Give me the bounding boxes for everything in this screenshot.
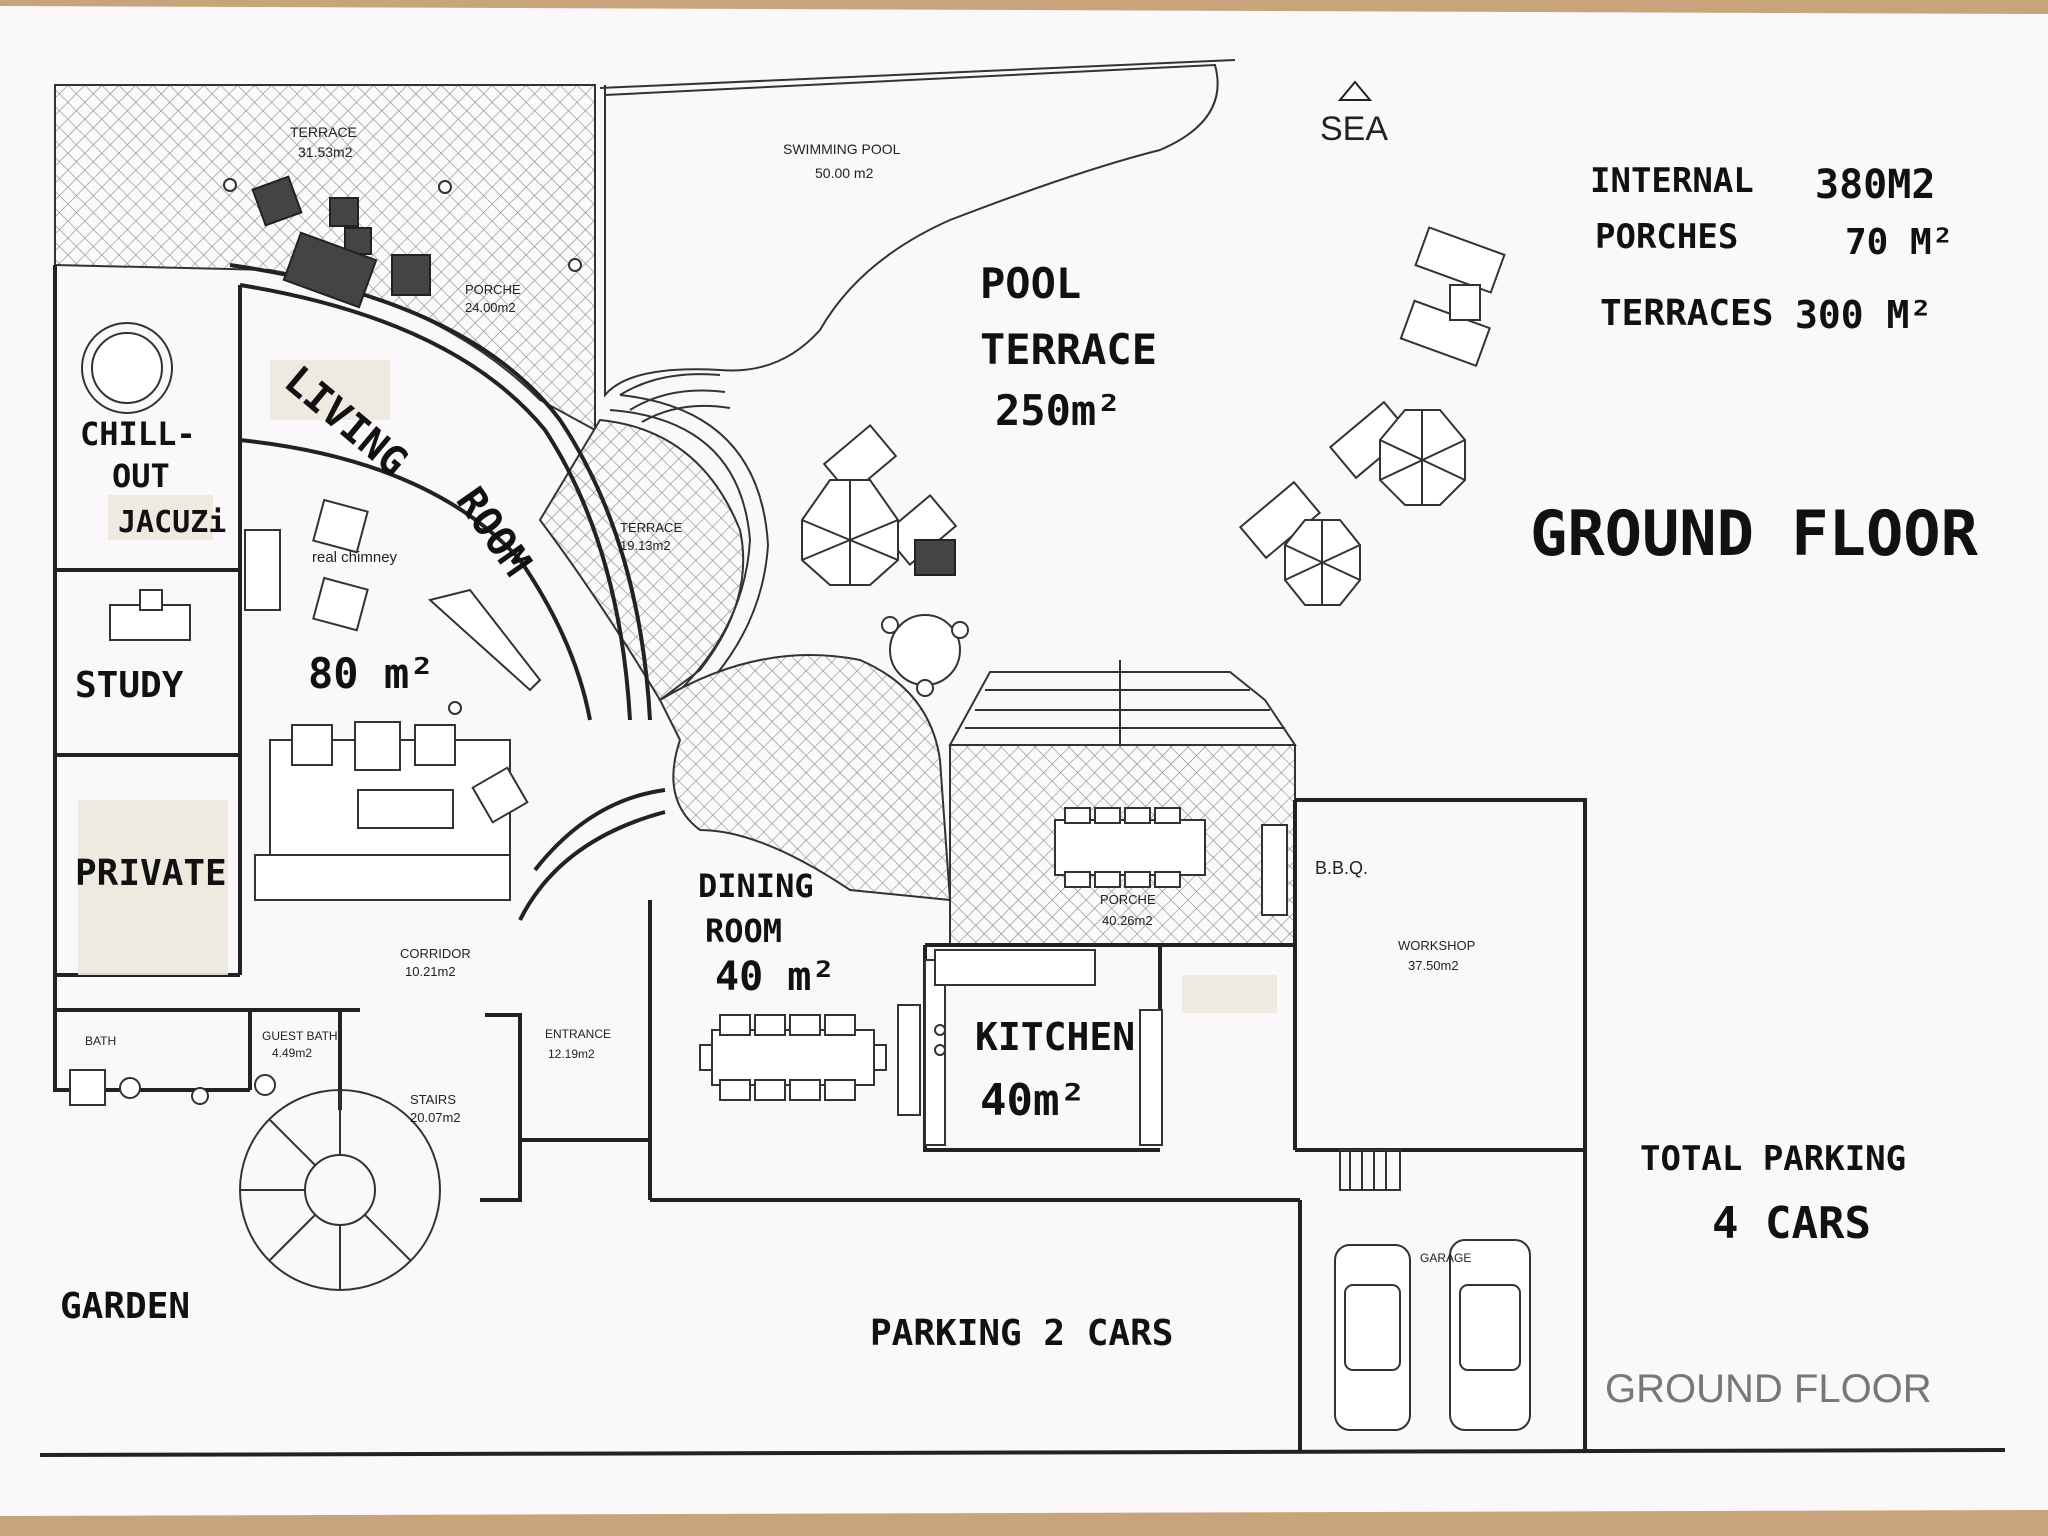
bath-fixtures [69, 1069, 276, 1106]
spiral-staircase [239, 1089, 441, 1291]
dining-line1: DINING [698, 867, 814, 905]
terrace-mid-name: TERRACE [620, 520, 682, 535]
porche-bbq-area: 40.26m2 [1102, 913, 1153, 928]
pool-area: 50.00 m2 [815, 165, 874, 181]
pool-top-edge [599, 59, 1236, 89]
jacuzzi [81, 322, 173, 414]
bath-label: BATH [85, 1034, 116, 1048]
swimming-pool-outline [604, 63, 1219, 398]
guest-bath-name: GUEST BATH [262, 1029, 338, 1043]
patch-kitchen [1182, 975, 1277, 1013]
ground-floor-stamp: GROUND FLOOR [1605, 1367, 1932, 1411]
living-room-area: 80 m² [308, 649, 434, 698]
pergola [948, 660, 1297, 746]
entrance-name: ENTRANCE [545, 1027, 611, 1041]
chill-out-line3: JACUZi [118, 505, 226, 540]
umbrellas [801, 409, 1466, 606]
porche-top-area: 24.00m2 [465, 300, 516, 315]
chill-out-line1: CHILL- [80, 415, 196, 453]
summary-porches-value: 70 M² [1845, 222, 1953, 263]
pool-name: SWIMMING POOL [783, 141, 901, 157]
garden-label: GARDEN [60, 1286, 190, 1327]
summary-porches-label: PORCHES [1595, 217, 1738, 257]
total-parking-line2: 4 CARS [1712, 1198, 1871, 1249]
chill-out-line2: OUT [112, 457, 170, 495]
round-table [881, 614, 969, 697]
garage-label: GARAGE [1420, 1251, 1471, 1265]
pool-steps [619, 373, 731, 423]
terrace-mid-curves [609, 394, 770, 713]
stairs-area: 20.07m2 [410, 1110, 461, 1125]
north-arrow-icon [1337, 80, 1373, 101]
sea-label: SEA [1320, 110, 1388, 148]
living-furniture [244, 498, 542, 901]
garage-cars [1334, 1239, 1531, 1431]
porche-bbq-name: PORCHE [1100, 892, 1156, 907]
dining-area: 40 m² [715, 954, 835, 1000]
terrace-top-name: TERRACE [290, 124, 357, 140]
terrace-lounge [223, 175, 582, 309]
patch-private [78, 800, 228, 975]
summary-terraces-label: TERRACES [1600, 293, 1773, 334]
study-desk [109, 589, 191, 641]
pool-terrace-line1: POOL [980, 259, 1081, 308]
terrace-mid-area: 19.13m2 [620, 538, 671, 553]
entrance-area: 12.19m2 [548, 1047, 595, 1061]
summary-internal-label: INTERNAL [1590, 161, 1754, 201]
patch-living [270, 360, 390, 420]
summary-terraces-value: 300 M² [1795, 293, 1932, 337]
study-label: STUDY [75, 665, 184, 706]
dining-table [699, 1014, 887, 1101]
dining-line2: ROOM [705, 912, 782, 950]
workshop-area: 37.50m2 [1408, 958, 1459, 973]
area-summary: INTERNAL 380M2 PORCHES 70 M² TERRACES 30… [1590, 161, 1953, 337]
small-stair [1339, 1149, 1401, 1191]
main-title: GROUND FLOOR [1530, 497, 1979, 570]
guest-bath-area: 4.49m2 [272, 1046, 312, 1060]
porche-table [1054, 807, 1288, 916]
parking-outdoor: PARKING 2 CARS [870, 1313, 1173, 1354]
kitchen-area: 40m² [980, 1075, 1086, 1126]
private-label: PRIVATE [75, 853, 227, 894]
terrace-top-area-label: 31.53m2 [298, 144, 353, 160]
corridor-name: CORRIDOR [400, 946, 471, 961]
summary-internal-value: 380M2 [1815, 162, 1935, 208]
bbq-label: B.B.Q. [1315, 858, 1368, 878]
pool-terrace-line2: TERRACE [980, 325, 1157, 374]
corridor-area: 10.21m2 [405, 964, 456, 979]
stairs-name: STAIRS [410, 1092, 456, 1107]
pool-terrace-area: 250m² [995, 386, 1121, 435]
kitchen-counters [897, 949, 1163, 1146]
workshop-name: WORKSHOP [1398, 938, 1475, 953]
total-parking-line1: TOTAL PARKING [1640, 1139, 1906, 1179]
kitchen-name: KITCHEN [975, 1015, 1135, 1059]
porche-lower-area [658, 654, 952, 902]
patch-jacuzzi [108, 495, 213, 540]
chimney-label: real chimney [312, 549, 398, 566]
porche-top-name: PORCHE [465, 282, 521, 297]
